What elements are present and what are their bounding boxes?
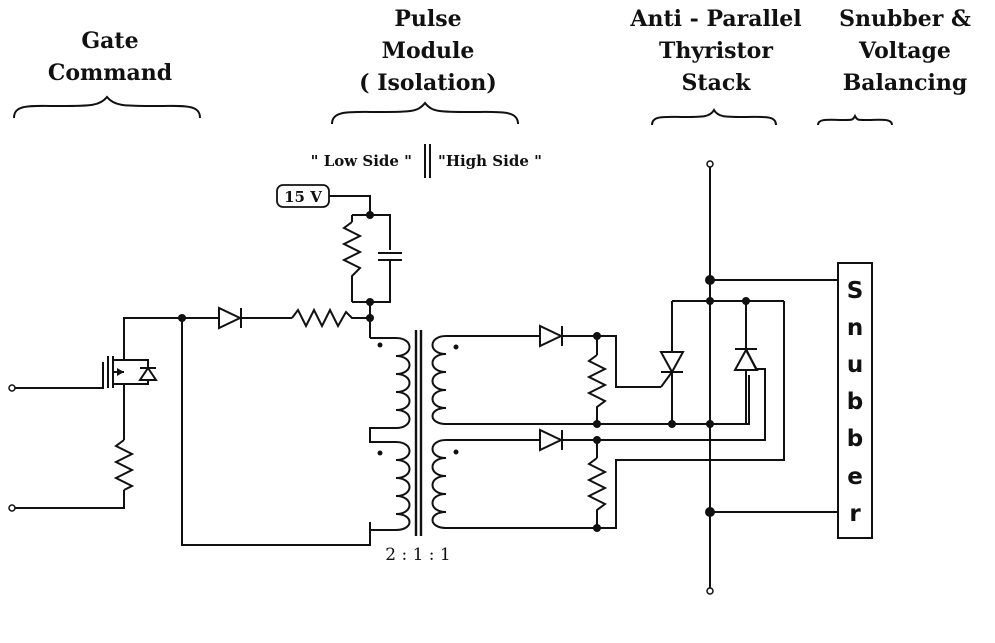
snubber-box xyxy=(837,262,873,539)
turns-ratio-label: 2 : 1 : 1 xyxy=(385,545,451,565)
thyristor-stack xyxy=(659,160,784,595)
resistor-icon xyxy=(586,354,608,424)
header-line: Stack xyxy=(682,70,752,96)
ac-terminal-bottom xyxy=(706,587,714,595)
header-line: Thyristor xyxy=(659,38,773,64)
snubber-letter: r xyxy=(849,501,861,527)
header-line: Voltage xyxy=(858,38,951,64)
snubber-letter: S xyxy=(847,278,864,304)
snubber-letter: e xyxy=(847,464,863,490)
mosfet-icon xyxy=(107,317,182,440)
brace-icon xyxy=(817,113,893,126)
brace-icon xyxy=(651,107,777,126)
supply-label: 15 V xyxy=(284,188,322,206)
header-line: Command xyxy=(48,60,172,86)
resistor-icon xyxy=(586,457,608,528)
transformer-primary-coil xyxy=(369,337,411,443)
brace-icon xyxy=(13,95,201,119)
thyristor-icon xyxy=(659,351,685,375)
diode-icon xyxy=(539,428,564,452)
resistor-icon xyxy=(113,439,135,491)
low-side-label: " Low Side " xyxy=(311,152,412,170)
diode-icon xyxy=(539,324,564,348)
brace-icon xyxy=(331,101,519,125)
snubber-letter: b xyxy=(847,389,863,415)
header-line: Pulse xyxy=(394,6,461,32)
pulse-module-secondary xyxy=(431,301,785,532)
thyristor-stack-header: Anti - Parallel Thyristor Stack xyxy=(629,6,802,126)
header-line: Anti - Parallel xyxy=(629,6,801,32)
input-terminal-top xyxy=(8,384,16,392)
header-line: Gate xyxy=(81,28,138,54)
header-line: Module xyxy=(382,38,475,64)
header-line: ( Isolation) xyxy=(359,70,497,96)
high-side-label: "High Side " xyxy=(438,152,542,170)
snubber-block: S n u b b e r xyxy=(710,262,873,539)
diode-icon xyxy=(218,306,243,330)
snubber-letter: n xyxy=(847,315,863,341)
thyristor-icon xyxy=(733,347,759,371)
resistor-icon xyxy=(291,307,370,329)
snubber-letter: b xyxy=(847,426,863,452)
input-terminal-bottom xyxy=(8,504,16,512)
header-line: Snubber & xyxy=(839,6,971,32)
pulse-module-primary: 15 V xyxy=(182,184,423,536)
gate-command-circuit xyxy=(8,314,371,546)
resistor-icon xyxy=(341,221,363,302)
gate-command-header: Gate Command xyxy=(13,28,201,119)
snubber-letter: u xyxy=(847,352,863,378)
header-line: Balancing xyxy=(843,70,968,96)
ac-terminal-top xyxy=(706,160,714,168)
snubber-header: Snubber & Voltage Balancing xyxy=(817,6,971,126)
pulse-module-header: Pulse Module ( Isolation) xyxy=(331,6,519,125)
